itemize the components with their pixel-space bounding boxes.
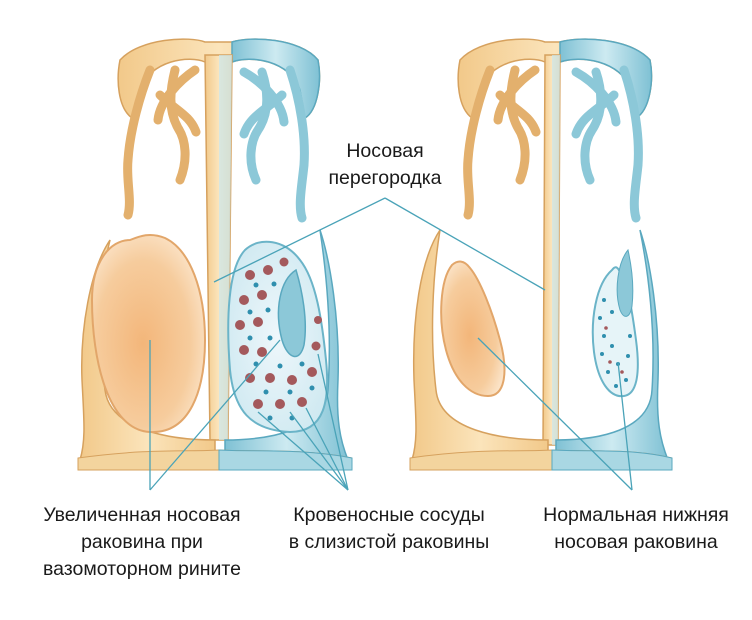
label-blood-vessels-line-1: Кровеносные сосуды: [266, 502, 512, 529]
label-enlarged-concha-line-2: раковина при: [8, 529, 276, 556]
normal-concha-left: [441, 262, 504, 396]
label-normal-concha-line-1: Нормальная нижняя: [520, 502, 752, 529]
label-enlarged-concha: Увеличенная носовая раковина при вазомот…: [8, 502, 276, 583]
left-nasal-cavity: [78, 39, 352, 470]
label-blood-vessels-line-2: в слизистой раковины: [266, 529, 512, 556]
label-enlarged-concha-line-1: Увеличенная носовая: [8, 502, 276, 529]
label-normal-concha: Нормальная нижняя носовая раковина: [520, 502, 752, 556]
left-upper-conchae-mucosa: [244, 70, 304, 218]
label-nasal-septum-line-1: Носовая: [300, 138, 470, 165]
label-enlarged-concha-line-3: вазомоторном рините: [8, 556, 276, 583]
left-upper-conchae: [128, 70, 196, 215]
right-upper-conchae: [468, 70, 536, 215]
label-normal-concha-line-2: носовая раковина: [520, 529, 752, 556]
right-upper-conchae-mucosa: [576, 70, 638, 218]
label-nasal-septum: Носовая перегородка: [300, 138, 470, 192]
label-blood-vessels: Кровеносные сосуды в слизистой раковины: [266, 502, 512, 556]
label-nasal-septum-line-2: перегородка: [300, 165, 470, 192]
right-nasal-cavity: [410, 39, 672, 470]
